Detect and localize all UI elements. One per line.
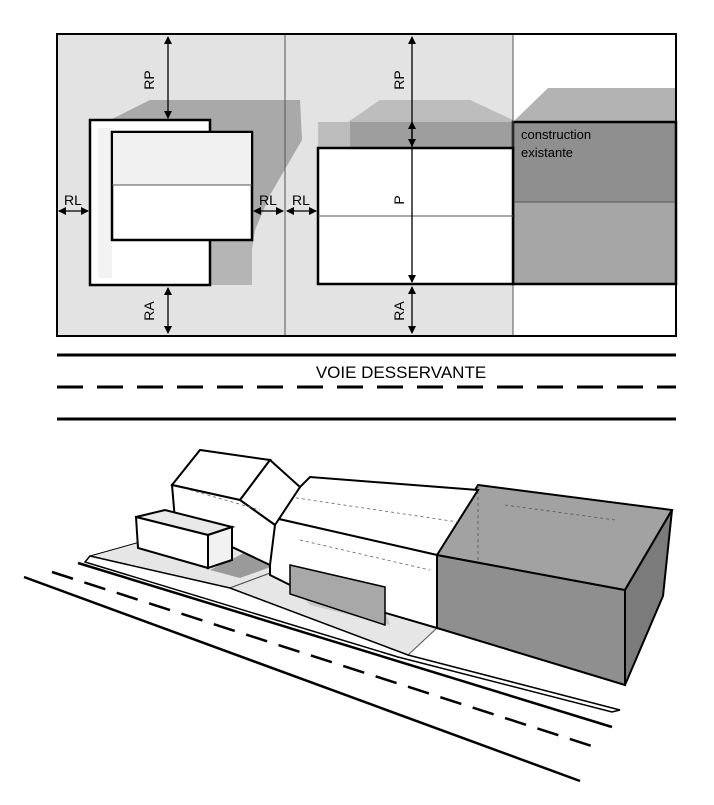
- ra-middle-label: RA: [391, 301, 407, 321]
- shadow-left-annex: [210, 240, 252, 285]
- plan-frame: [56, 33, 677, 337]
- axo-middle-recess: [289, 564, 386, 627]
- existing-building-label-line2: existante: [521, 145, 573, 160]
- axo-lot-front: [83, 555, 621, 713]
- left-building-inner-edge: [98, 128, 112, 278]
- p-middle-label: P: [391, 195, 407, 204]
- axonometric-view: [23, 448, 674, 783]
- road: VOIE DESSERVANTE: [57, 353, 676, 421]
- rp-middle-label: RP: [391, 70, 407, 89]
- site-plan: RP RA RL RL RL RP P RA construction exis…: [56, 33, 678, 337]
- rl-middle-label: RL: [292, 192, 310, 208]
- shadow-middle-strip: [350, 122, 513, 148]
- rl-left-inner-label: RL: [259, 192, 277, 208]
- axo-middle-ridge: [289, 496, 459, 523]
- axo-road-edge-bottom: [23, 575, 581, 783]
- existing-building-top: [513, 122, 676, 202]
- ra-left-label: RA: [141, 301, 157, 321]
- axo-existing-side: [624, 509, 673, 686]
- axo-road-edge-top: [77, 561, 613, 729]
- axo-middle-hidden: [299, 539, 431, 571]
- axo-annex-side: [207, 525, 233, 570]
- existing-building-label-line1: construction: [521, 127, 591, 142]
- axo-house-hidden: [189, 489, 261, 511]
- axo-existing-hidden-2: [504, 504, 616, 521]
- road-label: VOIE DESSERVANTE: [316, 363, 486, 382]
- left-building-roof-top: [113, 133, 251, 185]
- existing-building-bottom: [513, 202, 676, 284]
- shadow-existing: [513, 88, 676, 122]
- shadow-left-building: [110, 100, 302, 285]
- rl-left-outer-label: RL: [64, 192, 82, 208]
- axo-road-centerline: [51, 570, 599, 750]
- rp-left-label: RP: [141, 70, 157, 89]
